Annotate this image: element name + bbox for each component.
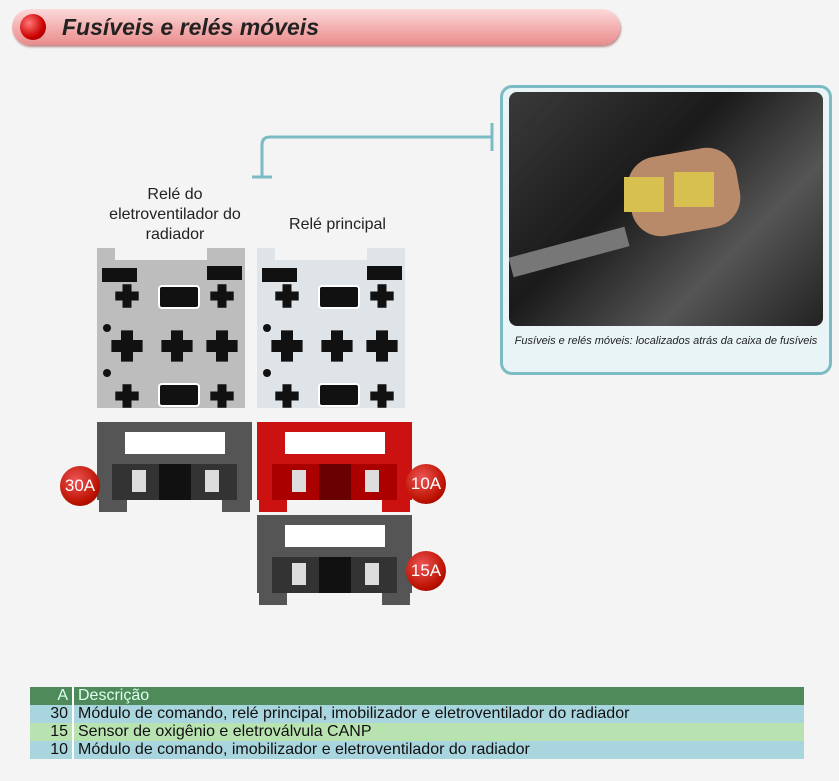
fuse-badge-15a: 15A (406, 551, 446, 591)
bullet-icon (20, 14, 46, 40)
photo-caption: Fusíveis e relés móveis: localizados atr… (514, 335, 818, 347)
photo-panel: Fusíveis e relés móveis: localizados atr… (500, 85, 832, 375)
fuse-holder-30a (97, 422, 252, 512)
main-relay-socket (257, 248, 405, 408)
main-relay-label: Relé principal (289, 216, 386, 233)
photo (509, 92, 823, 326)
callout-line (252, 123, 494, 179)
fuse-holder-15a (257, 515, 412, 605)
title-bar: Fusíveis e relés móveis (12, 9, 620, 45)
fuse-badge-10a: 10A (406, 464, 446, 504)
fuse-badge-30a: 30A (60, 466, 100, 506)
fan-relay-socket (97, 248, 245, 408)
fan-relay-label: Relé do eletroventilador do radiador (109, 186, 241, 243)
page-title: Fusíveis e relés móveis (62, 14, 319, 40)
fuse-holder-10a (257, 422, 412, 512)
